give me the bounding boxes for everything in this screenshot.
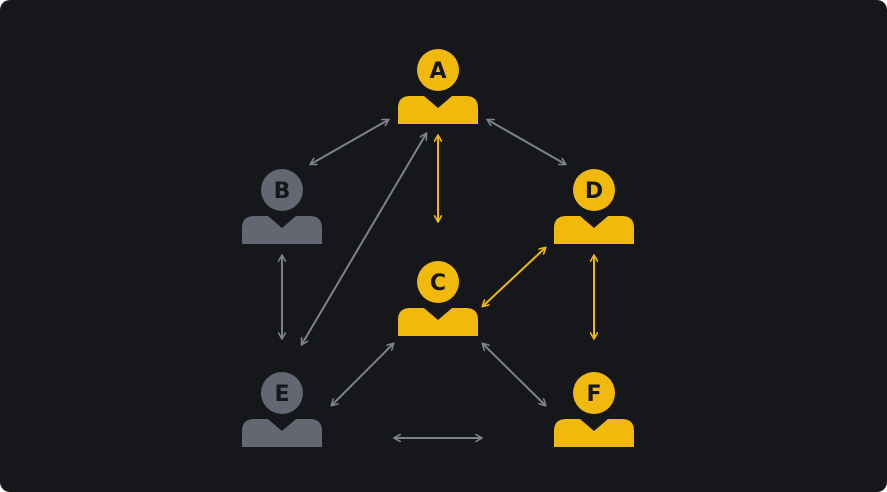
node-f: F xyxy=(554,372,634,447)
edge-c-d xyxy=(483,248,545,306)
person-body-icon xyxy=(242,216,322,244)
node-label: F xyxy=(586,382,601,407)
edge-c-e xyxy=(332,344,393,405)
person-body-icon xyxy=(242,419,322,447)
person-body-icon xyxy=(398,308,478,336)
node-label: B xyxy=(274,179,291,204)
person-head-icon xyxy=(417,49,459,91)
node-a: A xyxy=(398,49,478,124)
edge-c-f xyxy=(483,344,545,405)
node-d: D xyxy=(554,169,634,244)
person-head-icon xyxy=(417,261,459,303)
edge-a-e xyxy=(302,134,426,344)
node-label: A xyxy=(429,59,446,84)
person-head-icon xyxy=(573,372,615,414)
node-label: C xyxy=(430,271,446,296)
person-head-icon xyxy=(573,169,615,211)
edge-a-d xyxy=(488,120,565,164)
node-c: C xyxy=(398,261,478,336)
person-body-icon xyxy=(554,419,634,447)
person-body-icon xyxy=(554,216,634,244)
person-head-icon xyxy=(261,169,303,211)
node-e: E xyxy=(242,372,322,447)
edges-layer xyxy=(282,120,594,438)
edge-a-b xyxy=(311,120,388,164)
node-label: E xyxy=(274,382,289,407)
person-head-icon xyxy=(261,372,303,414)
person-body-icon xyxy=(398,96,478,124)
nodes-layer: A B C D E F xyxy=(242,49,634,447)
node-label: D xyxy=(585,179,603,204)
node-b: B xyxy=(242,169,322,244)
